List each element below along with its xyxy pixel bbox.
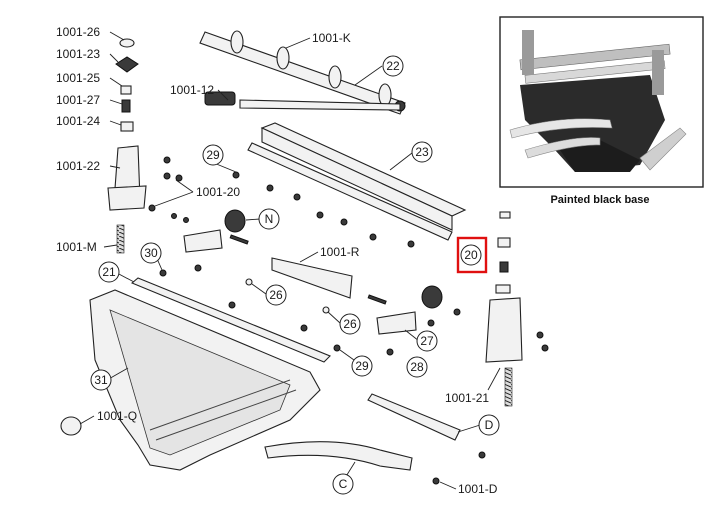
svg-text:30: 30 [144, 246, 158, 260]
callout-D: D [478, 414, 500, 436]
label-1001-Q: 1001-Q [97, 409, 137, 423]
label-1001-26: 1001-26 [56, 25, 100, 39]
svg-text:23: 23 [415, 145, 429, 159]
inset-caption: Painted black base [550, 194, 649, 206]
roller-rod [199, 30, 406, 115]
strip-21 [130, 277, 331, 363]
foot-1001-Q [60, 416, 82, 436]
callout-31: 31 [90, 369, 112, 391]
guide-bar [247, 122, 467, 241]
svg-text:29: 29 [206, 148, 220, 162]
callout-29a: 29 [202, 144, 224, 166]
base-31 [89, 289, 321, 471]
inset-photo: Painted black base [499, 16, 704, 206]
svg-text:D: D [485, 418, 494, 432]
svg-text:20: 20 [464, 248, 478, 262]
svg-text:31: 31 [94, 373, 108, 387]
svg-text:27: 27 [420, 334, 434, 348]
svg-text:21: 21 [102, 265, 116, 279]
label-1001-R: 1001-R [320, 245, 360, 259]
callout-27: 27 [416, 330, 438, 352]
callout-26b: 26 [339, 313, 361, 335]
label-1001-24: 1001-24 [56, 114, 100, 128]
svg-text:29: 29 [355, 359, 369, 373]
callout-21: 21 [98, 261, 120, 283]
label-1001-D: 1001-D [458, 482, 498, 496]
hardware [148, 156, 549, 485]
label-1001-12: 1001-12 [170, 83, 214, 97]
svg-text:26: 26 [269, 288, 283, 302]
callout-C: C [332, 473, 354, 495]
callouts: 22 23 29 N 20 30 21 26 26 27 29 28 31 D … [90, 55, 500, 495]
callout-26a: 26 [265, 284, 287, 306]
label-1001-M: 1001-M [56, 240, 97, 254]
svg-text:C: C [339, 477, 348, 491]
highlight-box [456, 236, 488, 274]
label-1001-20: 1001-20 [196, 185, 240, 199]
label-1001-27: 1001-27 [56, 93, 100, 107]
left-column-parts [107, 38, 147, 254]
svg-text:22: 22 [386, 59, 400, 73]
callout-28: 28 [406, 356, 428, 378]
part-labels: 1001-26 1001-23 1001-25 1001-27 1001-24 … [56, 25, 498, 496]
callout-30: 30 [140, 242, 162, 264]
callout-29b: 29 [351, 355, 373, 377]
label-1001-23: 1001-23 [56, 47, 100, 61]
label-1001-22: 1001-22 [56, 159, 100, 173]
arm-D [367, 393, 461, 441]
callout-20: 20 [460, 244, 482, 266]
svg-text:26: 26 [343, 317, 357, 331]
callout-23: 23 [411, 141, 433, 163]
arm-C [264, 441, 413, 471]
label-1001-K: 1001-K [312, 31, 351, 45]
label-1001-21: 1001-21 [445, 391, 489, 405]
label-1001-25: 1001-25 [56, 71, 100, 85]
callout-N: N [258, 208, 280, 230]
callout-22: 22 [382, 55, 404, 77]
svg-text:N: N [265, 212, 274, 226]
svg-text:28: 28 [410, 360, 424, 374]
